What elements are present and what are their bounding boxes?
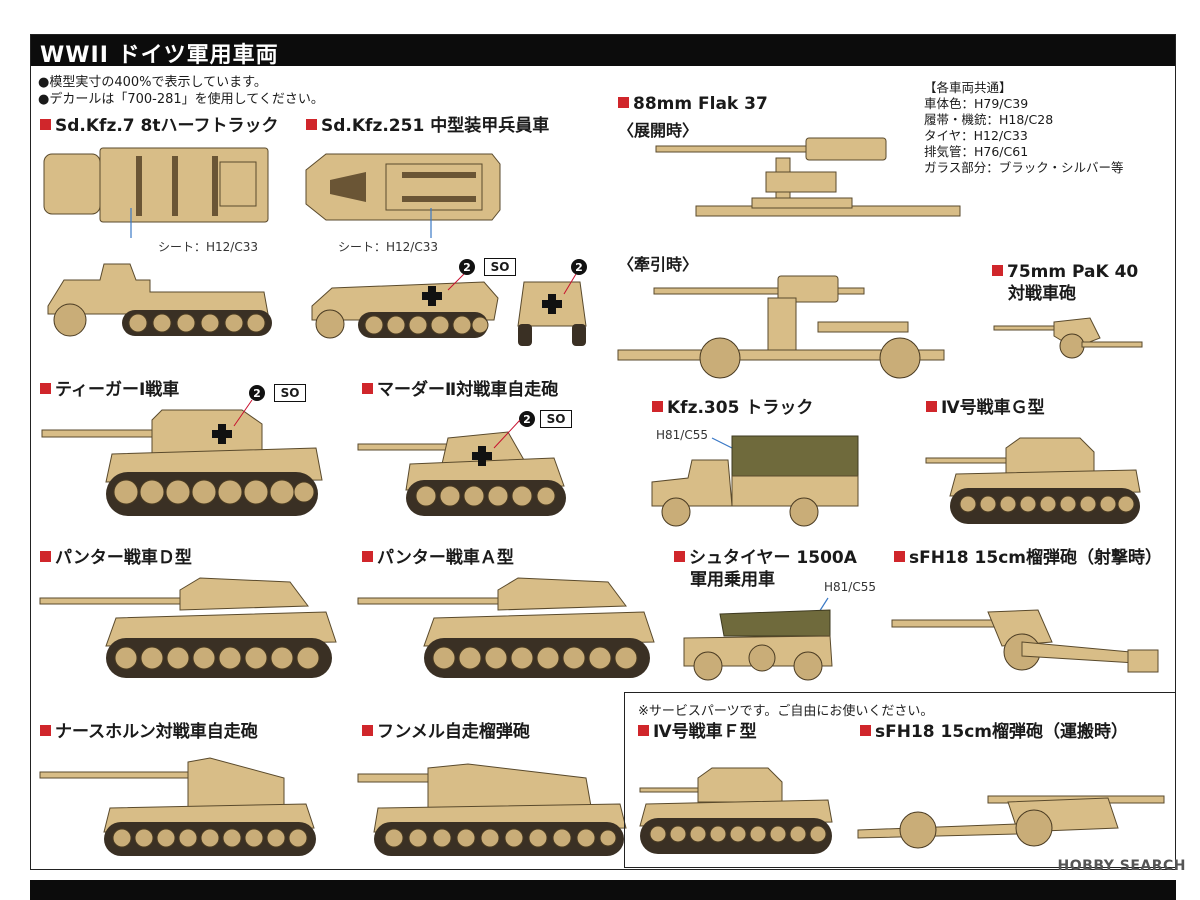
note-decal: ●デカールは「700-281」を使用してください。 [38,92,324,107]
red-square-icon [362,725,373,736]
title-sfh18fire: sFH18 15cm榴弾砲（射撃時） [894,548,1162,569]
red-square-icon [652,401,663,412]
watermark: HOBBY SEARCH [1057,858,1186,874]
common-line: 履帯・機銃：H18/C28 [924,112,1054,127]
hummel-view [357,763,627,856]
common-colors: 【各車両共通】 車体色：H79/C39 履帯・機銃：H18/C28 タイヤ：H1… [924,80,1124,176]
red-square-icon [926,401,937,412]
decal-so-badge: SO [484,258,516,276]
svg-text:2: 2 [523,413,531,426]
title-marder: マーダーⅡ対戦車自走砲 [362,380,558,401]
sdkfz251-callout: シート：H12/C33 [338,240,438,254]
steyr-subtitle: 軍用乗用車 [690,570,775,590]
title-pz4g: Ⅳ号戦車Ｇ型 [926,398,1045,419]
pak40-subtitle: 対戦車砲 [1008,284,1076,304]
decal-number-icon: 2 [571,259,587,275]
tiger-view [41,399,323,516]
header-bar: WWII ドイツ軍用車両 [30,34,1176,68]
flak37-deployed-label: 〈展開時〉 [618,121,699,140]
red-square-icon [362,383,373,394]
red-square-icon [362,551,373,562]
page-frame [30,34,1176,870]
red-square-icon [638,725,649,736]
title-steyr: シュタイヤー 1500A [674,548,857,569]
title-pz4f: Ⅳ号戦車Ｆ型 [638,722,757,743]
red-square-icon [674,551,685,562]
title-pak40: 75mm PaK 40 [992,262,1138,283]
decal-number-icon: 2 [459,259,475,275]
service-note: ※サービスパーツです。ご自由にお使いください。 [638,704,934,719]
common-line: 排気管：H76/C61 [924,144,1029,159]
marder-view [357,419,566,516]
steyr-view [683,597,833,681]
service-parts-box [624,692,1176,868]
common-line: 車体色：H79/C39 [924,96,1029,111]
pak40-view [993,317,1143,359]
title-sdkfz251: Sd.Kfz.251 中型装甲兵員車 [306,116,549,137]
red-square-icon [40,551,51,562]
red-square-icon [40,119,51,130]
sdkfz7-callout-line [130,208,132,238]
red-square-icon [40,383,51,394]
sfh18tow-view [857,795,1165,849]
header-title: WWII ドイツ軍用車両 [40,43,279,68]
common-heading: 【各車両共通】 [924,80,1012,95]
common-line: タイヤ：H12/C33 [924,128,1028,143]
pz4g-view [925,437,1141,524]
nashorn-view [39,757,316,856]
title-kfz305: Kfz.305 トラック [652,398,813,419]
red-square-icon [894,551,905,562]
decal-number-icon: 2 [249,385,265,401]
svg-text:2: 2 [463,261,471,274]
title-tiger: ティーガーⅠ戦車 [40,380,179,401]
steyr-callout: H81/C55 [824,580,876,594]
sdkfz7-side-view [47,263,272,337]
flak37-deployed-view [655,137,961,217]
red-square-icon [618,97,629,108]
title-nashorn: ナースホルン対戦車自走砲 [40,722,258,743]
red-square-icon [306,119,317,130]
title-sfh18tow: sFH18 15cm榴弾砲（運搬時） [860,722,1128,743]
sdkfz251-top-view [305,153,501,221]
pantherD-view [39,577,337,678]
decal-so-badge: SO [540,410,572,428]
common-line: ガラス部分：ブラック・シルバー等 [924,160,1124,175]
title-pantherA: パンター戦車Ａ型 [362,548,514,569]
sdkfz251-callout-line [430,208,432,238]
note-scale: ●模型実寸の400%で表示しています。 [38,75,267,90]
sfh18fire-view [891,609,1159,673]
sdkfz7-callout: シート：H12/C33 [158,240,258,254]
decal-number-icon: 2 [519,411,535,427]
red-square-icon [40,725,51,736]
title-flak37: 88mm Flak 37 [618,94,768,115]
sdkfz7-top-view [43,147,269,223]
sdkfz251-side-view [311,269,499,339]
next-section-bar [30,880,1176,900]
red-square-icon [992,265,1003,276]
pz4f-view [639,767,833,854]
flak37-towed-label: 〈牽引時〉 [618,255,699,274]
kfz305-callout: H81/C55 [656,428,708,442]
pantherA-view [357,577,655,678]
kfz305-view [651,435,859,527]
title-hummel: フンメル自走榴弾砲 [362,722,530,743]
svg-text:2: 2 [253,387,261,400]
decal-so-badge: SO [274,384,306,402]
red-square-icon [860,725,871,736]
title-sdkfz7: Sd.Kfz.7 8tハーフトラック [40,116,278,137]
sdkfz251-front-view [517,273,587,346]
title-pantherD: パンター戦車Ｄ型 [40,548,192,569]
svg-text:2: 2 [575,261,583,274]
flak37-towed-view [617,275,945,379]
